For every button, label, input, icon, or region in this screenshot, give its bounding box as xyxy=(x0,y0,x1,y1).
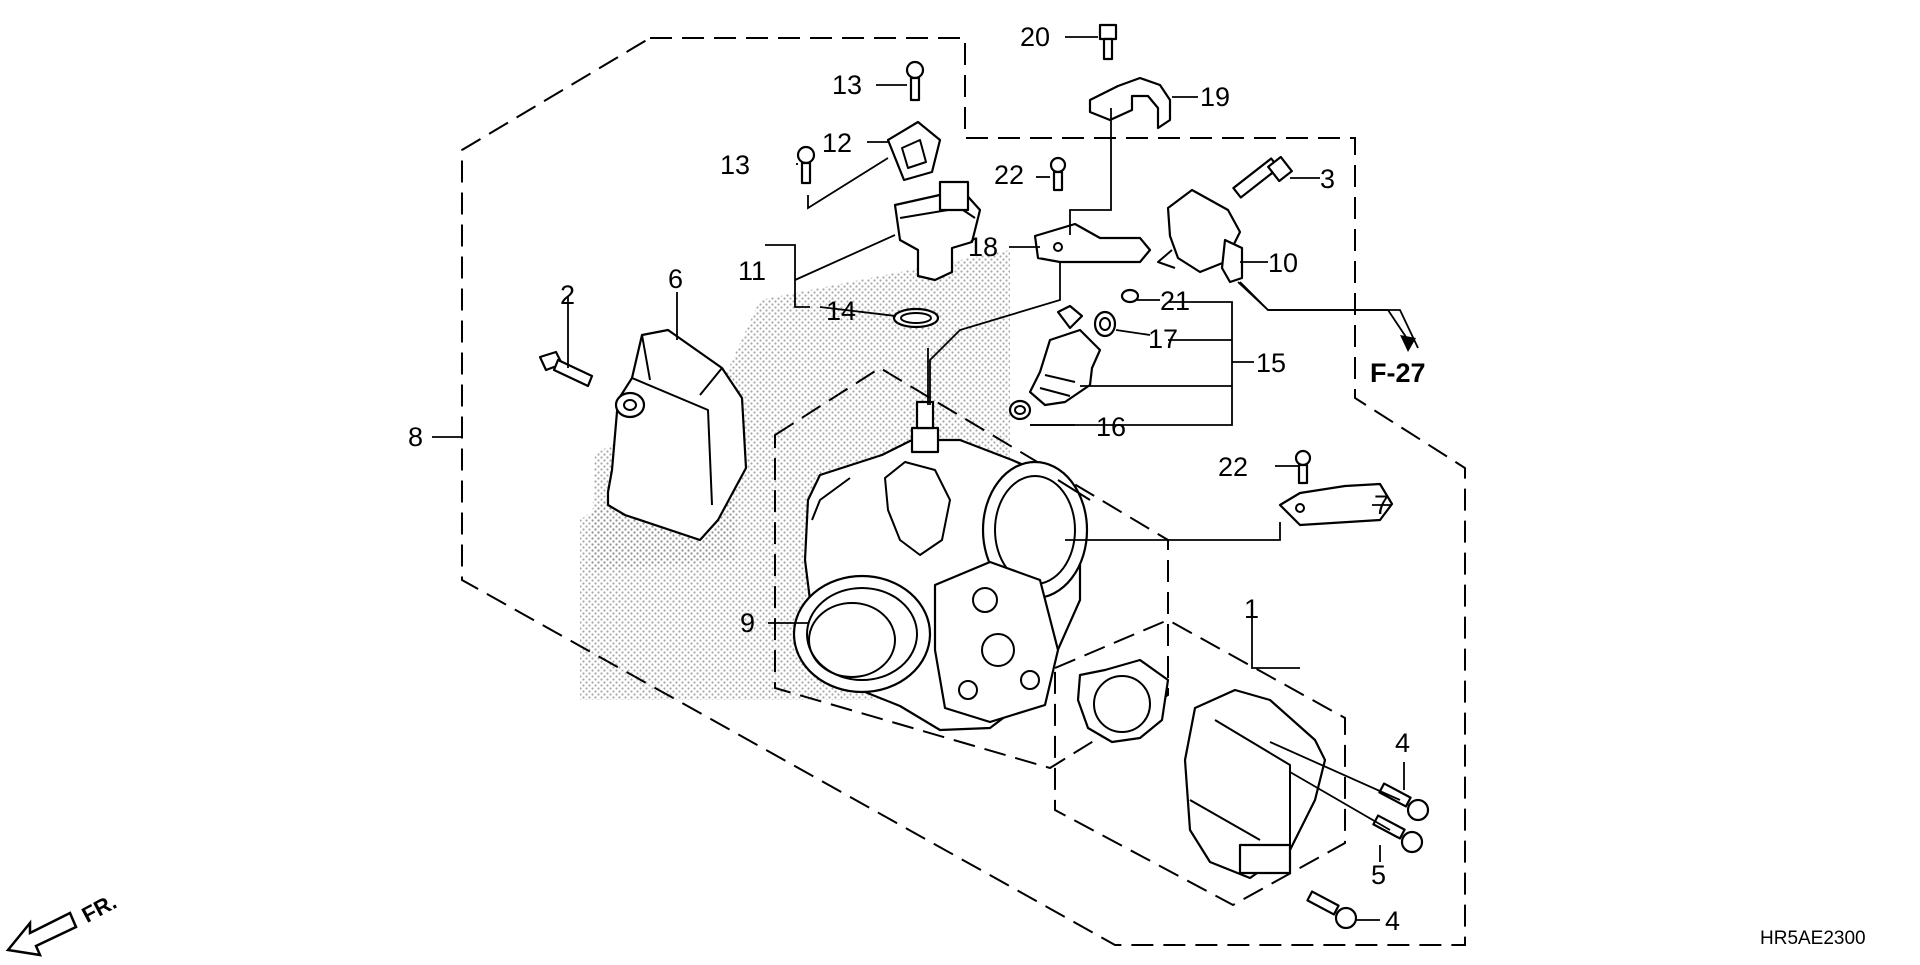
callout-15: 15 xyxy=(1256,348,1286,378)
callout-2: 2 xyxy=(560,280,575,310)
callout-13b: 13 xyxy=(720,150,750,180)
front-arrow-icon xyxy=(5,911,78,957)
front-indicator: FR. xyxy=(78,889,121,928)
sensor-part-11 xyxy=(892,180,982,329)
screw-part-22a xyxy=(1049,156,1067,192)
diagram-code: HR5AE2300 xyxy=(1760,928,1866,949)
callout-18: 18 xyxy=(968,232,998,262)
seal-part-17 xyxy=(1093,310,1117,338)
injector-part-15 xyxy=(1028,304,1102,407)
callout-13a: 13 xyxy=(832,70,862,100)
o-ring-part-21 xyxy=(1120,288,1140,304)
callout-22b: 22 xyxy=(1218,452,1248,482)
section-arrow xyxy=(1239,281,1416,352)
sensor-part-1 xyxy=(1183,688,1327,880)
bolt-part-3 xyxy=(1232,155,1293,199)
screw-part-4a xyxy=(1378,782,1430,822)
bolt-part-2 xyxy=(538,350,594,388)
cover-part-6 xyxy=(606,328,748,542)
section-reference: F-27 xyxy=(1370,358,1426,388)
assembly-outline-9 xyxy=(774,366,1169,770)
callout-17: 17 xyxy=(1148,324,1178,354)
callout-6: 6 xyxy=(668,264,683,294)
screw-part-4b xyxy=(1306,890,1358,930)
callout-14: 14 xyxy=(826,296,856,326)
callout-labels: 8 2 6 11 14 13 13 12 20 19 22 18 3 10 21… xyxy=(78,22,1866,949)
callout-5: 5 xyxy=(1371,860,1386,890)
callout-20: 20 xyxy=(1020,22,1050,52)
callout-9: 9 xyxy=(740,608,755,638)
callout-11: 11 xyxy=(738,256,766,286)
bolt-part-20 xyxy=(1098,23,1118,61)
screw-part-13a xyxy=(905,60,925,102)
gasket xyxy=(1076,658,1170,744)
throttle-body-part-9 xyxy=(792,400,1091,732)
callout-12: 12 xyxy=(822,128,852,158)
callout-22a: 22 xyxy=(994,160,1024,190)
clamp-part-19 xyxy=(1088,76,1172,130)
callout-8: 8 xyxy=(408,422,423,452)
assembly-outline-1 xyxy=(1054,618,1346,907)
plate-part-7 xyxy=(1278,482,1394,527)
callout-21: 21 xyxy=(1160,286,1190,316)
regulator-part-10 xyxy=(1157,188,1244,284)
screw-part-22b xyxy=(1294,449,1312,485)
callout-3: 3 xyxy=(1320,164,1335,194)
callout-10: 10 xyxy=(1268,248,1298,278)
screw-part-13b xyxy=(796,145,816,185)
callout-16: 16 xyxy=(1096,412,1126,442)
callout-4a: 4 xyxy=(1395,728,1410,758)
seal-part-16 xyxy=(1008,399,1032,421)
bracket-part-12 xyxy=(886,120,942,182)
callout-7: 7 xyxy=(1374,490,1389,520)
callout-1: 1 xyxy=(1244,594,1259,624)
callout-19: 19 xyxy=(1200,82,1230,112)
screw-part-5 xyxy=(1372,814,1424,854)
bracket-part-18 xyxy=(1033,222,1152,264)
callout-4b: 4 xyxy=(1385,906,1400,936)
